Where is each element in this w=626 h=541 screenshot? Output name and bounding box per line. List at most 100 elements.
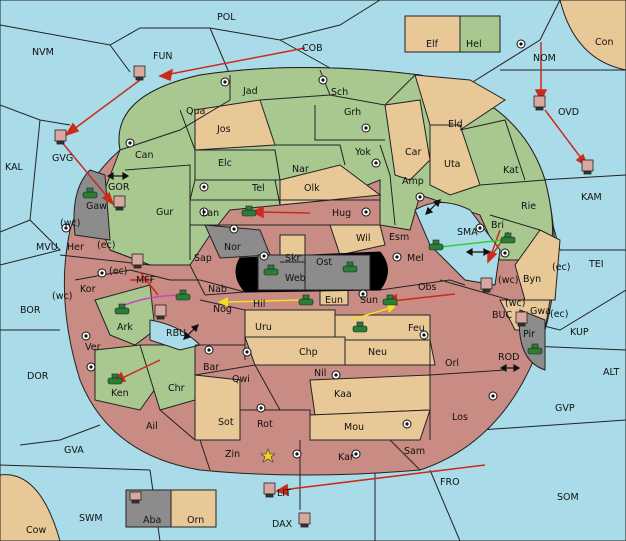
label-nab: Nab — [208, 284, 227, 295]
label-qua: Qua — [186, 106, 205, 117]
supply-center-icon — [392, 252, 402, 262]
label-amp: Amp — [402, 176, 424, 187]
label-wil: Wil — [356, 233, 370, 244]
label-sap: Sap — [194, 253, 212, 264]
army-tank-icon — [428, 239, 444, 251]
label-gur: Gur — [156, 207, 173, 218]
label-ovd: OVD — [558, 107, 579, 118]
label-pir: Pir — [523, 329, 535, 340]
region-orn[interactable] — [170, 489, 217, 528]
label-rot: Rot — [257, 419, 273, 430]
label-kam: KAM — [581, 192, 602, 203]
fleet-ship-icon — [515, 311, 528, 327]
fleet-ship-icon — [113, 195, 126, 211]
star-burst-icon — [260, 448, 276, 463]
label-eun: Eun — [325, 295, 343, 306]
label-kal: KAL — [5, 162, 24, 173]
label-jos: Jos — [216, 124, 231, 135]
label-mvu: MVU — [36, 242, 58, 253]
supply-center-icon — [318, 75, 328, 85]
supply-center-icon — [86, 362, 96, 372]
army-tank-icon — [107, 373, 123, 385]
fleet-ship-icon — [581, 159, 594, 175]
support-arrowhead-2 — [387, 303, 396, 313]
label-bri: Bri — [491, 220, 504, 231]
region-ost-web[interactable] — [257, 254, 371, 291]
coast-tag-ec-her: (ec) — [97, 240, 115, 251]
supply-center-icon — [475, 223, 485, 233]
region-elf[interactable] — [404, 15, 461, 53]
support-arrowhead — [218, 297, 228, 307]
label-bor: BOR — [20, 305, 41, 316]
label-kar: Kar — [338, 452, 354, 463]
label-nog: Nog — [213, 304, 232, 315]
fleet-ship-icon — [298, 512, 311, 528]
region-uta[interactable] — [429, 124, 481, 196]
label-qwi: Qwi — [232, 374, 250, 385]
supply-center-icon — [220, 77, 230, 87]
region-olk[interactable] — [279, 164, 382, 206]
label-chp: Chp — [299, 347, 318, 358]
supply-center-icon — [516, 39, 526, 49]
region-car[interactable] — [384, 99, 431, 181]
supply-center-icon — [199, 182, 209, 192]
region-kaa[interactable] — [309, 374, 431, 416]
label-rbu: RBU — [166, 328, 186, 339]
label-ken: Ken — [111, 388, 129, 399]
fleet-ship-icon — [480, 277, 493, 293]
label-mou: Mou — [344, 422, 364, 433]
label-hil: Hil — [253, 299, 265, 310]
region-gaw[interactable] — [73, 169, 111, 241]
supply-center-icon — [229, 224, 239, 234]
supply-center-icon — [415, 192, 425, 202]
supply-center-icon — [500, 248, 510, 258]
label-los: Los — [452, 412, 468, 423]
fleets — [54, 65, 594, 528]
label-aba: Aba — [143, 515, 161, 526]
label-buc: BUC — [492, 310, 512, 321]
label-fro: FRO — [440, 477, 460, 488]
label-kor: Kor — [80, 284, 96, 295]
region-wil[interactable] — [329, 224, 386, 256]
supply-center-icon — [97, 268, 107, 278]
label-tei: TEI — [588, 259, 604, 270]
label-nvm: NVM — [32, 47, 54, 58]
army-tank-icon — [241, 205, 257, 217]
label-gor: GOR — [108, 182, 130, 193]
army-tank-icon — [298, 294, 314, 306]
supply-center-icon — [204, 345, 214, 355]
label-orn: Orn — [187, 515, 204, 526]
supply-center-icon — [125, 138, 135, 148]
region-chp[interactable] — [244, 336, 346, 366]
label-jad: Jad — [242, 86, 258, 97]
region-eld[interactable] — [414, 74, 506, 131]
support-line-green — [439, 239, 504, 248]
label-zin: Zin — [225, 449, 240, 460]
label-chr: Chr — [168, 383, 185, 394]
label-hel: Hel — [466, 39, 482, 50]
label-neu: Neu — [368, 347, 387, 358]
label-obs: Obs — [418, 282, 437, 293]
label-ver: Ver — [85, 342, 101, 353]
armies — [82, 187, 543, 385]
supply-center-icon — [256, 403, 266, 413]
label-web: Web — [285, 273, 306, 284]
supply-center-icon — [259, 251, 269, 261]
region-neu[interactable] — [344, 339, 436, 366]
coast-tag-wc-bri: (wc) — [498, 275, 518, 286]
fleet-ship-icon — [54, 129, 67, 145]
army-tank-icon — [500, 232, 516, 244]
label-nom: NOM — [533, 53, 556, 64]
supply-center-icon — [351, 449, 361, 459]
region-mou[interactable] — [309, 409, 431, 441]
label-yok: Yok — [354, 147, 371, 158]
label-can: Can — [135, 150, 153, 161]
fleet-ship-icon — [131, 253, 144, 269]
region-hel[interactable] — [459, 15, 501, 53]
supply-center-icon — [402, 419, 412, 429]
label-tel: Tel — [251, 183, 265, 194]
army-tank-icon — [82, 187, 98, 199]
supply-center-icon — [361, 123, 371, 133]
supply-center-icon — [61, 223, 71, 233]
region-sma[interactable] — [414, 202, 501, 286]
